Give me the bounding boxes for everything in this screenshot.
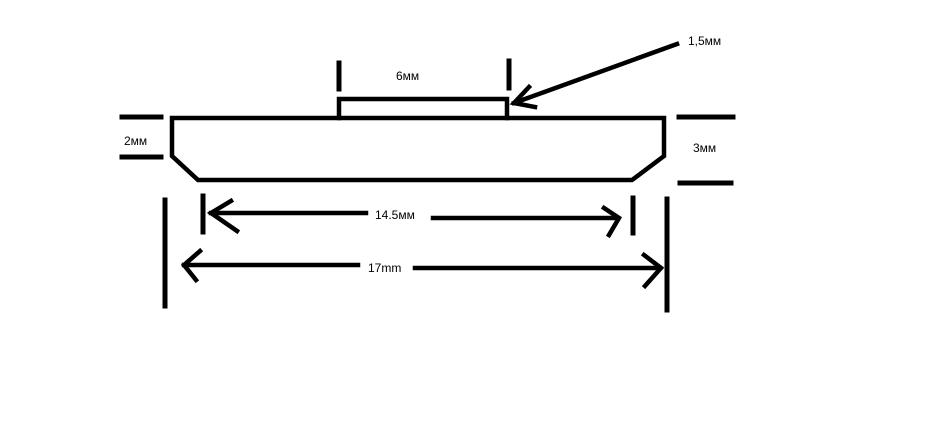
inner-width-arrowhead-right [600, 204, 623, 239]
thickness-label: 1,5мм [688, 34, 721, 48]
left-height-label: 2мм [124, 134, 147, 148]
outer-width-label: 17mm [368, 261, 401, 275]
inner-width-arrowhead-left [206, 197, 241, 235]
inner-width-label: 14.5мм [375, 208, 415, 222]
base-profile [169, 115, 667, 183]
outer-width-arrowhead-left [180, 247, 204, 284]
thickness-leader-line [511, 41, 680, 106]
outer-width-arrowhead-right [640, 251, 665, 290]
thickness-arrowhead [509, 83, 538, 110]
right-height-label: 3мм [693, 141, 716, 155]
top-block [336, 96, 510, 121]
top-width-label: 6мм [396, 69, 419, 83]
